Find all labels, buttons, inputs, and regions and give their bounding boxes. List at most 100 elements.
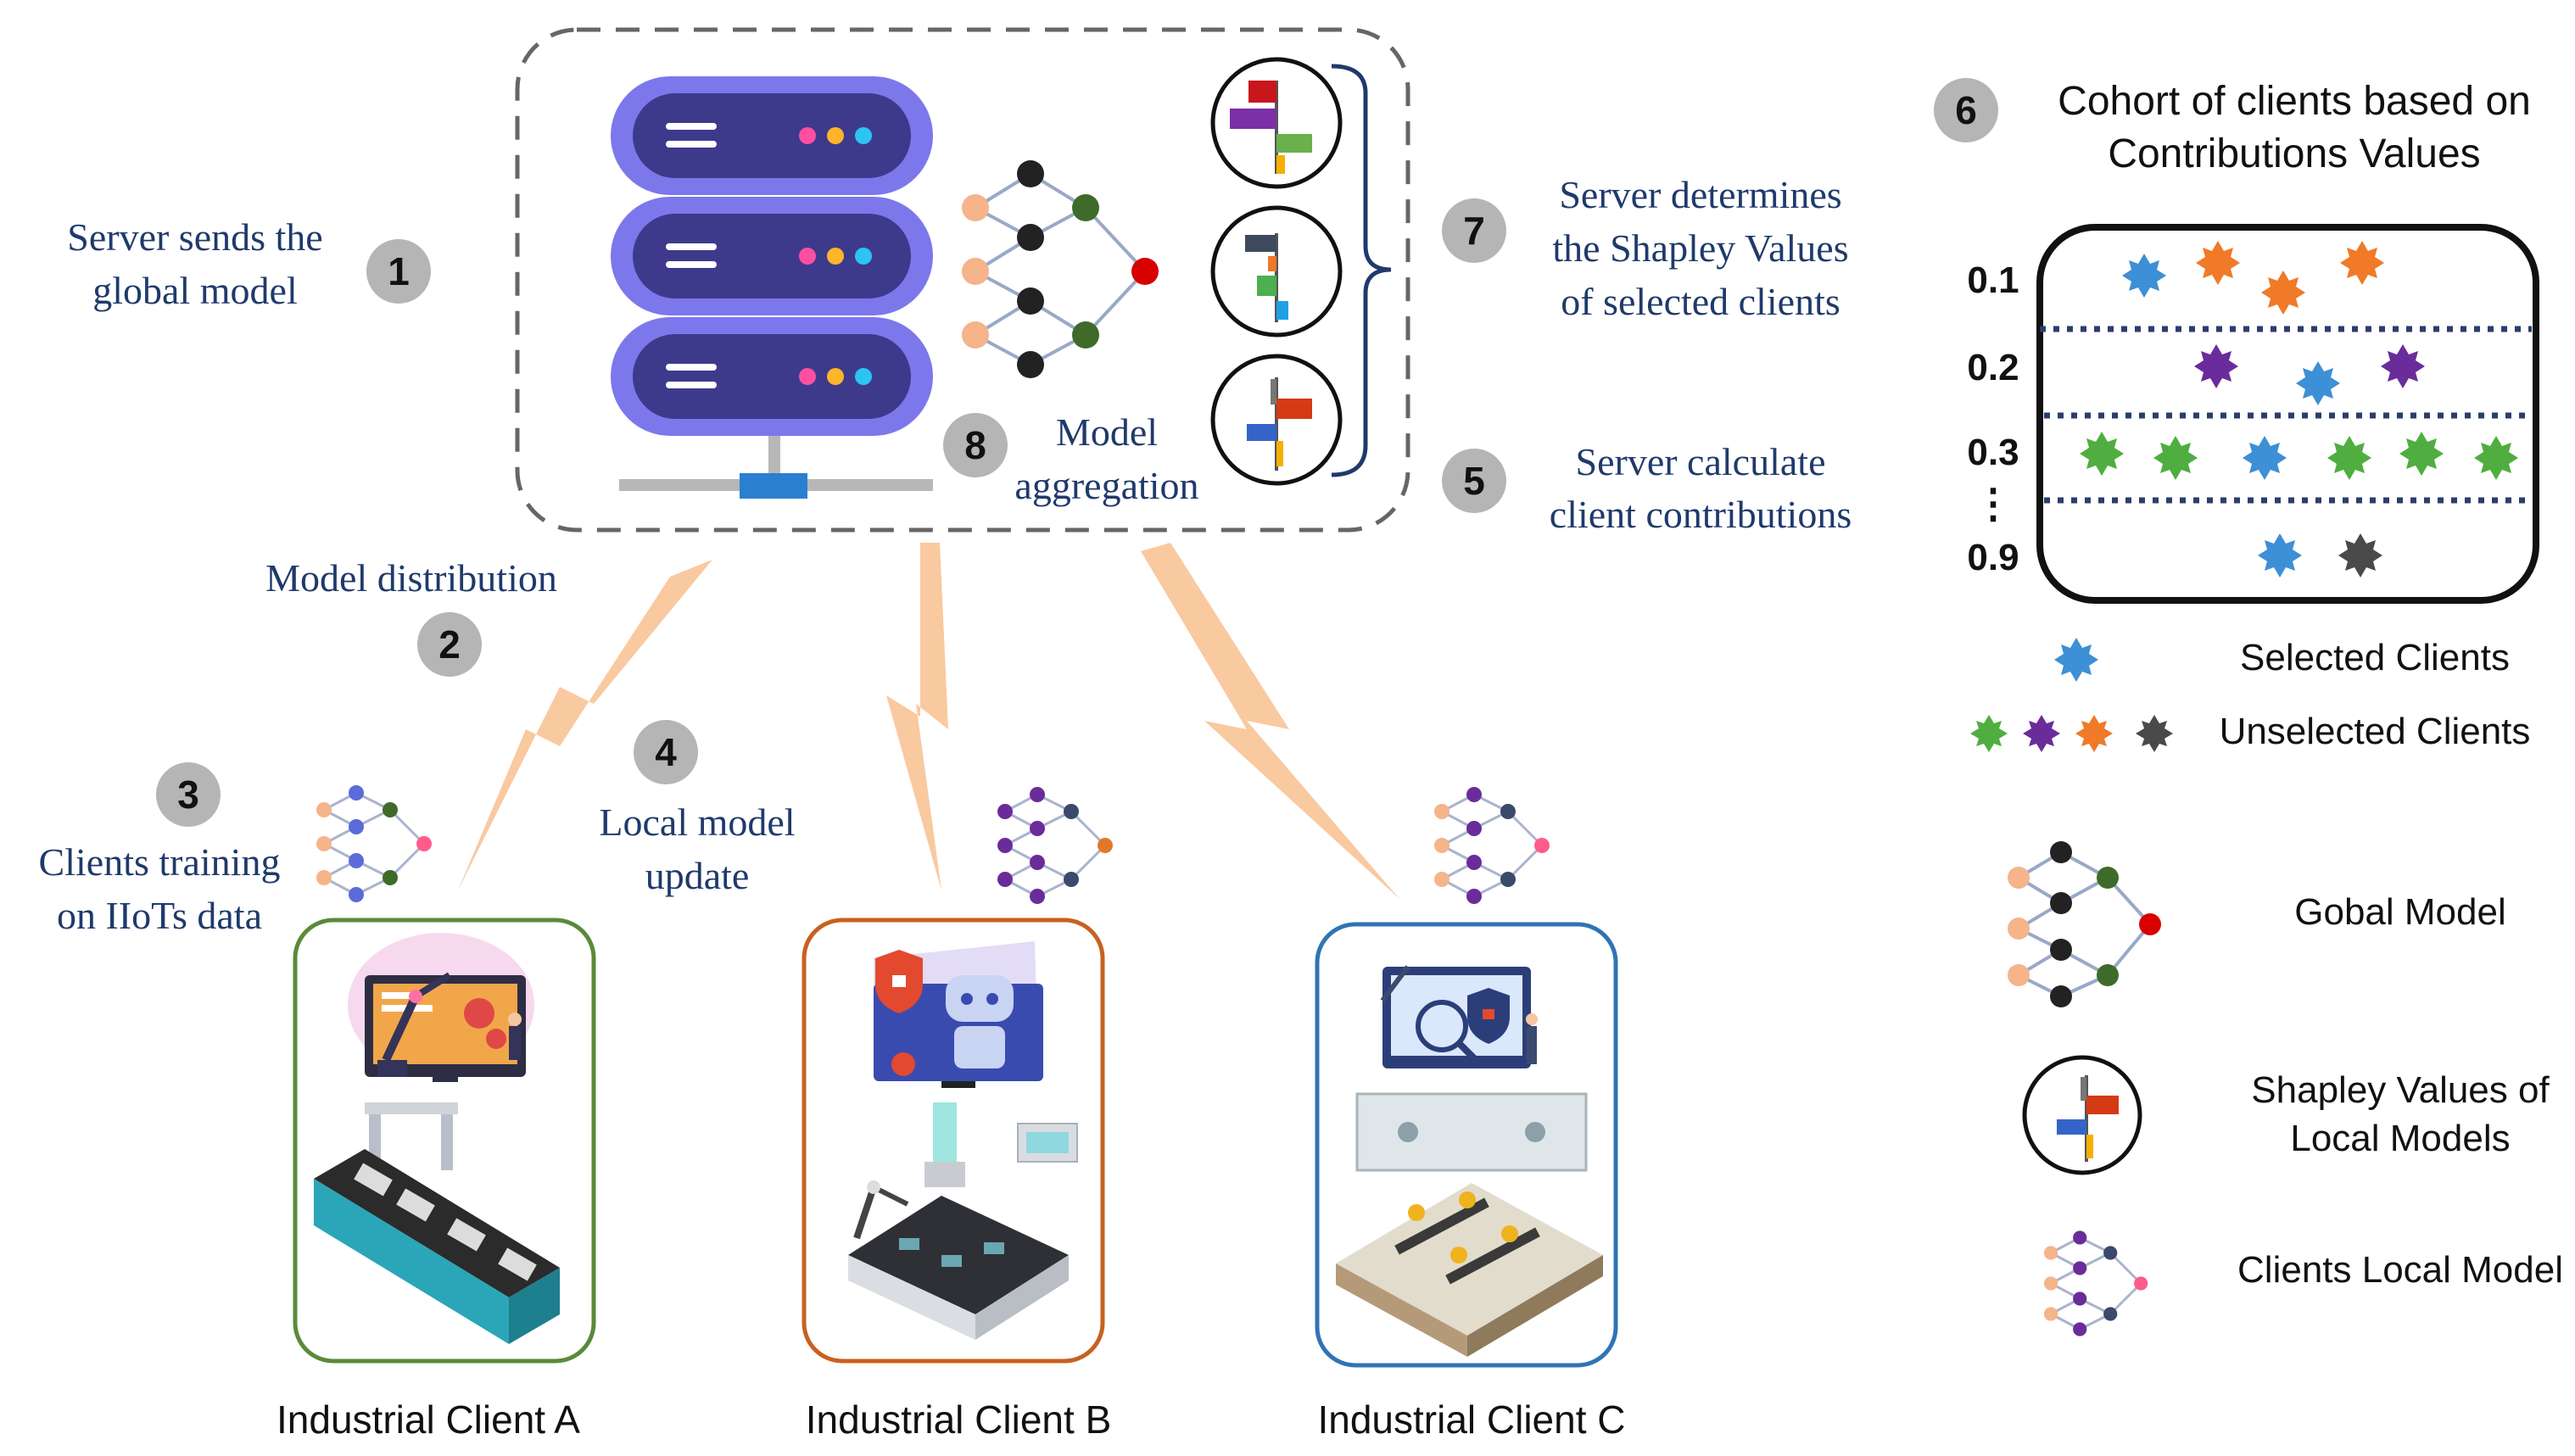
client-b-label: Industrial Client B (806, 1397, 1112, 1442)
client-a-label: Industrial Client A (276, 1397, 580, 1442)
network-node (1030, 855, 1045, 870)
svg-text:Local Models: Local Models (2290, 1118, 2510, 1159)
network-node (349, 887, 364, 902)
network-node (2043, 1246, 2058, 1260)
assembly-line-illustration (848, 1102, 1078, 1340)
network-node (2073, 1230, 2087, 1245)
shapley-values-chart-3 (1210, 354, 1343, 486)
network-node (2103, 1246, 2118, 1260)
cohort-row-label: 0.2 (1967, 347, 2019, 388)
svg-text:Server sends the: Server sends the (67, 215, 322, 259)
network-node (1030, 821, 1045, 836)
svg-text:Model: Model (1056, 410, 1158, 454)
security-robot-illustration (874, 941, 1043, 1088)
network-node (997, 838, 1013, 853)
client-b-card: Industrial Client B (802, 918, 1112, 1442)
network-node (2134, 1276, 2148, 1291)
legend-shapley: Shapley Values of Local Models (2022, 1055, 2550, 1175)
network-node (1434, 872, 1449, 887)
step2-text: Model distribution (265, 556, 557, 600)
lightning-bolt-b (886, 543, 948, 890)
network-node (383, 802, 398, 817)
svg-text:3: 3 (177, 773, 199, 817)
client-c-label: Industrial Client C (1317, 1397, 1625, 1442)
network-node (1098, 838, 1113, 853)
step-badge-6: 6 (1934, 78, 1998, 142)
client-a-card: Industrial Client A (276, 918, 596, 1442)
network-node (316, 870, 332, 885)
step-badge-1: 1 (366, 239, 431, 304)
network-node (997, 804, 1013, 819)
client-c-local-model-icon (1434, 787, 1550, 904)
network-node (997, 872, 1013, 887)
cohort-row-labels: 0.1 0.2 0.3 ⋮ 0.9 (1967, 259, 2019, 578)
purple-star-icon (2023, 715, 2060, 752)
brace (1331, 64, 1392, 477)
step-badge-7: 7 (1442, 198, 1506, 263)
network-node (349, 819, 364, 834)
svg-text:Shapley Values of: Shapley Values of (2251, 1069, 2550, 1111)
network-node (2043, 1276, 2058, 1291)
server-global-model-icon (962, 160, 1159, 378)
svg-text:update: update (645, 854, 750, 897)
svg-text:the Shapley Values: the Shapley Values (1552, 226, 1848, 270)
client-a-local-model-icon (316, 785, 432, 902)
network-node (383, 870, 398, 885)
svg-text:client contributions: client contributions (1550, 493, 1852, 536)
svg-text:aggregation: aggregation (1014, 464, 1198, 507)
shapley-chart-icon (2022, 1055, 2142, 1175)
step-badge-5: 5 (1442, 449, 1506, 513)
conveyor-illustration (314, 1102, 560, 1344)
network-node (1064, 804, 1079, 819)
svg-text:on IIoTs data: on IIoTs data (57, 894, 262, 937)
step-badge-4: 4 (634, 720, 698, 784)
network-node (2073, 1291, 2087, 1306)
client-c-card: Industrial Client C (1315, 922, 1626, 1442)
network-node (2073, 1322, 2087, 1336)
robot-arm-monitor-illustration (348, 933, 534, 1082)
cybersecurity-illustration (1380, 965, 1538, 1068)
cohort-row-label: 0.9 (1967, 537, 2019, 578)
lightning-bolt-c (1141, 543, 1399, 899)
network-node (1030, 787, 1045, 802)
step8-text: Model aggregation (1014, 410, 1198, 507)
svg-text:4: 4 (655, 730, 677, 774)
global-model-icon (2008, 841, 2161, 1007)
network-node (349, 853, 364, 868)
network-node (416, 836, 432, 851)
distribution-lightning (458, 543, 1399, 899)
svg-text:Clients training: Clients training (39, 840, 281, 884)
shapley-values-chart-2 (1210, 205, 1343, 338)
network-node (1466, 821, 1482, 836)
network-node (1434, 804, 1449, 819)
step5-text: Server calculate client contributions (1550, 440, 1852, 536)
cohort-box (2036, 224, 2539, 604)
legend-global-model: Gobal Model (2008, 841, 2506, 1007)
legend-local-model-icon (2043, 1230, 2148, 1336)
network-node (1466, 889, 1482, 904)
cohort-row-label: 0.3 (1967, 432, 2019, 473)
network-node (1064, 872, 1079, 887)
svg-text:Local model: Local model (599, 801, 795, 844)
green-star-icon (1970, 715, 2008, 752)
selected-star-icon (2054, 638, 2098, 682)
svg-text:Selected Clients: Selected Clients (2240, 637, 2510, 678)
step-badge-3: 3 (156, 762, 221, 827)
orange-star-icon (2075, 715, 2113, 752)
network-node (2103, 1307, 2118, 1321)
svg-text:5: 5 (1463, 459, 1485, 503)
svg-text:2: 2 (438, 622, 461, 667)
cohort-separators (2040, 326, 2532, 504)
network-node (1434, 838, 1449, 853)
network-node (316, 802, 332, 817)
svg-text:6: 6 (1955, 88, 1977, 132)
svg-text:Server calculate: Server calculate (1576, 440, 1826, 483)
step-badge-2: 2 (417, 612, 482, 677)
legend-local-model-label: Clients Local Model (2237, 1249, 2563, 1291)
network-node (1030, 889, 1045, 904)
network-node (1500, 804, 1516, 819)
network-node (1466, 855, 1482, 870)
cohort-row-ellipsis: ⋮ (1973, 482, 2014, 527)
svg-text:Cohort of clients based on: Cohort of clients based on (2058, 79, 2531, 124)
